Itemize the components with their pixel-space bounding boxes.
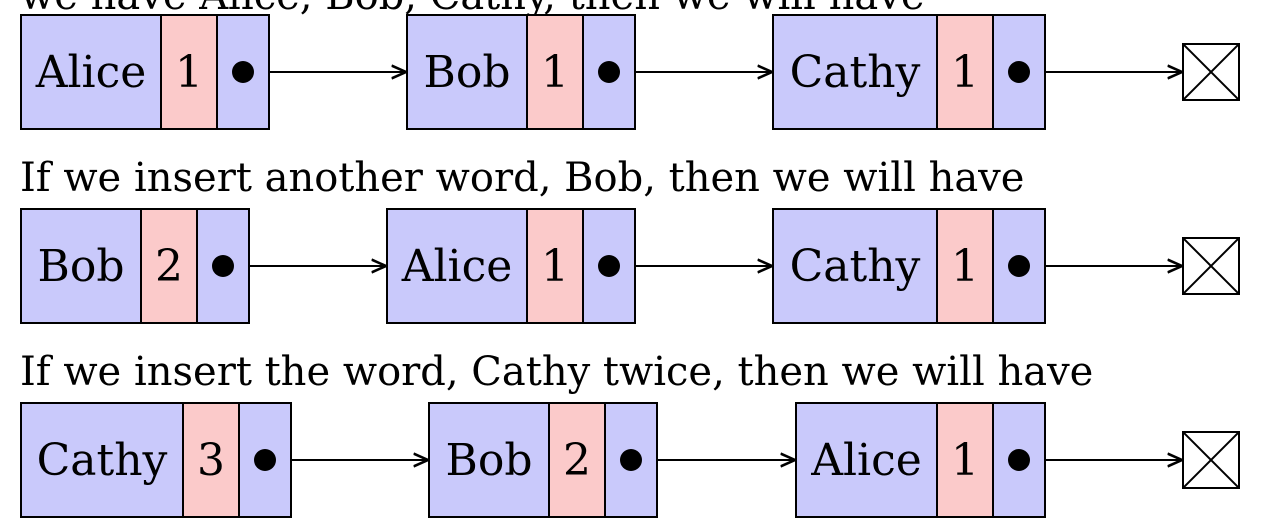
node-pointer: [991, 404, 1044, 516]
node-word: Alice: [797, 404, 936, 516]
node-word: Alice: [22, 16, 160, 128]
node-word: Bob: [430, 404, 548, 516]
filled-dot-icon: [597, 61, 620, 83]
node-count: 1: [936, 404, 992, 516]
caption-1: we have Alice, Bob, Cathy, then we will …: [20, 0, 925, 18]
list3-node1: Cathy 3: [20, 402, 292, 518]
node-word: Cathy: [774, 16, 936, 128]
node-pointer: [215, 16, 268, 128]
list1-node1: Alice 1: [20, 14, 270, 130]
caption-2: If we insert another word, Bob, then we …: [20, 155, 1025, 201]
node-pointer: [581, 16, 634, 128]
node-pointer: [237, 404, 290, 516]
node-word: Alice: [388, 210, 526, 322]
node-count: 1: [526, 16, 582, 128]
node-pointer: [581, 210, 634, 322]
node-count: 1: [160, 16, 216, 128]
node-word: Bob: [22, 210, 140, 322]
list2-node1: Bob 2: [20, 208, 250, 324]
list2-node3: Cathy 1: [772, 208, 1046, 324]
list1-node3: Cathy 1: [772, 14, 1046, 130]
list3-node2: Bob 2: [428, 402, 658, 518]
node-count: 1: [526, 210, 582, 322]
crossed-box-icon: [1182, 237, 1240, 295]
node-word: Cathy: [22, 404, 182, 516]
node-count: 1: [936, 210, 992, 322]
caption-3: If we insert the word, Cathy twice, then…: [20, 349, 1094, 395]
filled-dot-icon: [231, 61, 254, 83]
crossed-box-icon: [1182, 43, 1240, 101]
node-count: 2: [548, 404, 604, 516]
node-pointer: [991, 16, 1044, 128]
list2-node2: Alice 1: [386, 208, 636, 324]
node-word: Cathy: [774, 210, 936, 322]
list1-node2: Bob 1: [406, 14, 636, 130]
filled-dot-icon: [1007, 255, 1030, 277]
node-count: 1: [936, 16, 992, 128]
filled-dot-icon: [253, 449, 276, 471]
node-pointer: [991, 210, 1044, 322]
list3-node3: Alice 1: [795, 402, 1046, 518]
node-count: 2: [140, 210, 196, 322]
filled-dot-icon: [619, 449, 642, 471]
filled-dot-icon: [211, 255, 234, 277]
filled-dot-icon: [1007, 61, 1030, 83]
filled-dot-icon: [597, 255, 620, 277]
node-word: Bob: [408, 16, 526, 128]
crossed-box-icon: [1182, 431, 1240, 489]
node-pointer: [603, 404, 656, 516]
filled-dot-icon: [1007, 449, 1030, 471]
node-count: 3: [182, 404, 238, 516]
node-pointer: [195, 210, 248, 322]
